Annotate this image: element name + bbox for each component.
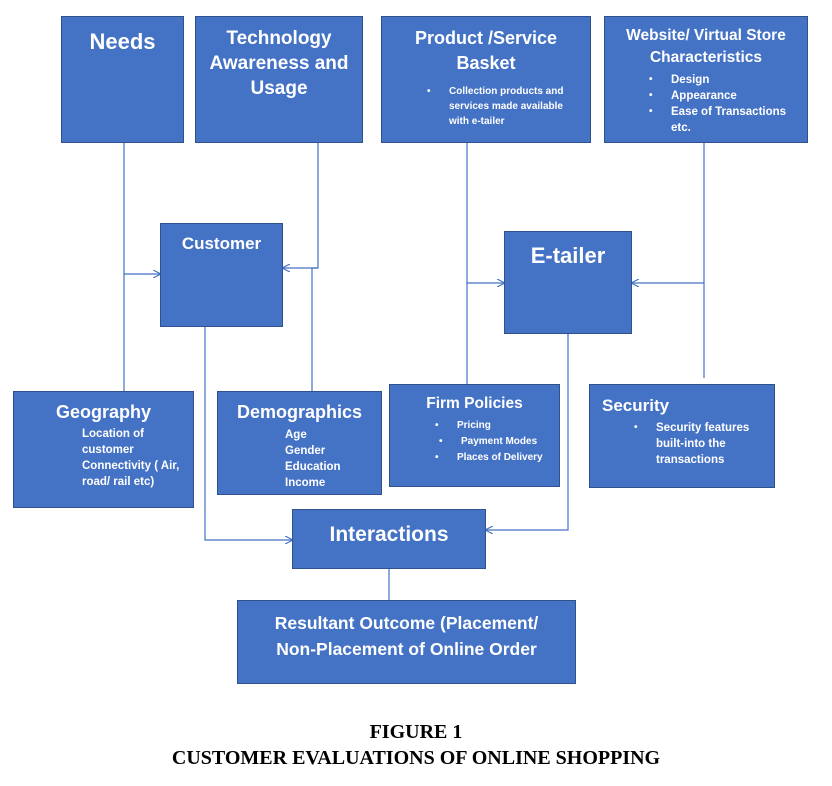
interactions-title: Interactions — [329, 523, 449, 546]
geography-bullet: Location of customer — [82, 426, 187, 458]
firm-policies-title: Firm Policies — [426, 395, 523, 412]
geography-bullets: Location of customer Connectivity ( Air,… — [82, 426, 187, 496]
demographics-box: Demographics Age Gender Education Income — [217, 391, 382, 495]
connectors — [123, 143, 705, 600]
figure-caption: CUSTOMER EVALUATIONS OF ONLINE SHOPPING — [171, 747, 661, 769]
connector-etailer-interactions — [486, 334, 569, 530]
geography-bullet: Connectivity ( Air, road/ rail etc) — [82, 458, 187, 490]
demographics-bullet: Age — [285, 427, 381, 443]
website-title: Website/ Virtual Store Characteristics — [626, 27, 786, 66]
etailer-box: E-tailer — [504, 231, 632, 334]
firm-policies-bullets: Pricing Payment Modes Places of Delivery — [435, 418, 559, 466]
website-bullet: Design — [649, 72, 807, 88]
product-service-bullet: Collection products and services made av… — [427, 84, 574, 129]
geography-box: Geography Location of customer Connectiv… — [13, 391, 194, 508]
flow-diagram: Needs Technology Awareness and Usage Pro… — [0, 0, 832, 700]
demographics-bullet: Education — [285, 459, 381, 475]
demographics-bullets: Age Gender Education Income — [285, 427, 381, 487]
connector-website-etailer — [632, 143, 705, 283]
interactions-box: Interactions — [292, 509, 486, 569]
firm-policies-box: Firm Policies Pricing Payment Modes Plac… — [389, 384, 560, 487]
needs-box: Needs — [61, 16, 184, 143]
website-bullets: Design Appearance Ease of Transactions e… — [649, 72, 807, 136]
product-service-bullets: Collection products and services made av… — [427, 84, 590, 129]
connector-technology-customer — [283, 143, 319, 268]
security-bullets: Security features built-into the transac… — [634, 420, 766, 468]
demographics-title: Demographics — [236, 402, 363, 422]
figure-number: FIGURE 1 — [369, 721, 463, 743]
outcome-title: Resultant Outcome (Placement/ Non-Placem… — [274, 613, 539, 659]
outcome-box: Resultant Outcome (Placement/ Non-Placem… — [237, 600, 576, 684]
geography-title: Geography — [55, 402, 152, 422]
security-title: Security — [602, 396, 670, 415]
technology-title: Technology Awareness and Usage — [209, 28, 349, 99]
firm-policies-bullet: Payment Modes — [439, 434, 559, 450]
demographics-bullet: Income — [285, 475, 381, 487]
website-bullet: Appearance — [649, 88, 807, 104]
technology-box: Technology Awareness and Usage — [195, 16, 363, 143]
needs-title: Needs — [89, 29, 156, 54]
product-service-box: Product /Service Basket Collection produ… — [381, 16, 591, 143]
connector-needs-customer — [123, 143, 160, 274]
website-box: Website/ Virtual Store Characteristics D… — [604, 16, 808, 143]
customer-box: Customer — [160, 223, 283, 327]
customer-title: Customer — [181, 234, 262, 253]
website-bullet: Ease of Transactions etc. — [649, 104, 791, 136]
connector-product-etailer — [466, 143, 504, 283]
security-bullet: Security features built-into the transac… — [634, 420, 766, 468]
firm-policies-bullet: Places of Delivery — [435, 450, 559, 466]
connector-demographics — [311, 267, 318, 391]
connector-customer-interactions — [204, 327, 292, 540]
etailer-title: E-tailer — [530, 243, 606, 268]
product-service-title: Product /Service Basket — [414, 28, 558, 73]
firm-policies-bullet: Pricing — [435, 418, 559, 434]
security-box: Security Security features built-into th… — [589, 384, 775, 488]
demographics-bullet: Gender — [285, 443, 381, 459]
